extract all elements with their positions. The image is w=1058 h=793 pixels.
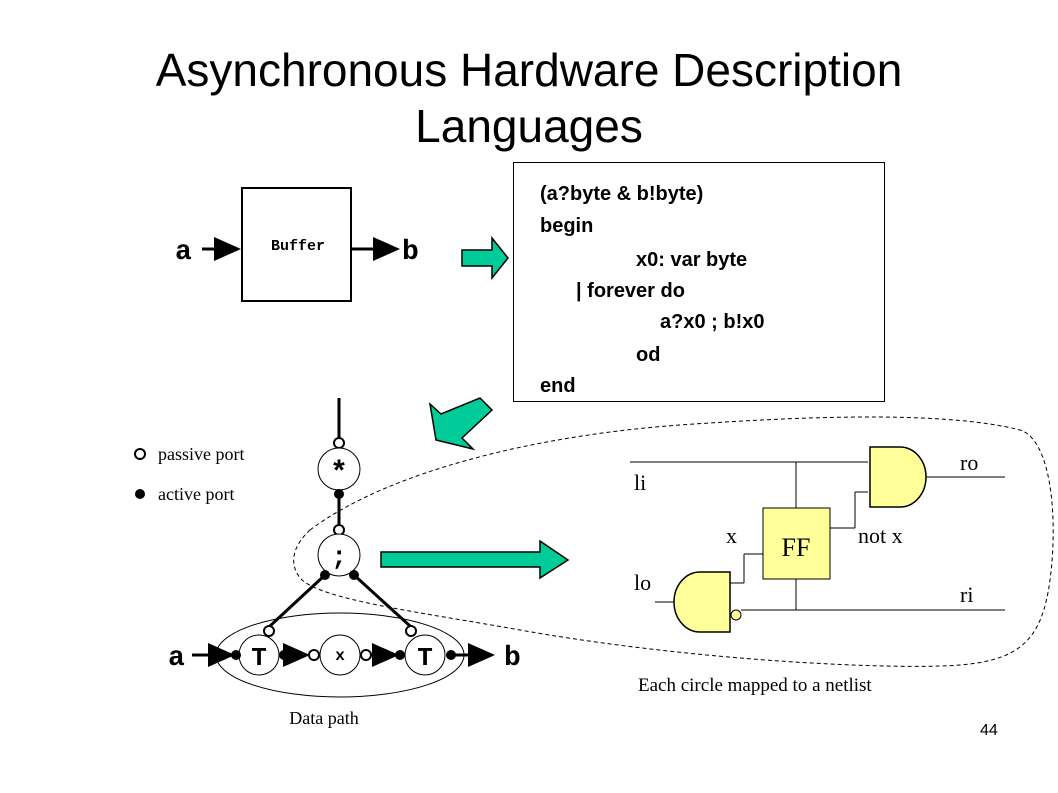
left-transfer-passive-port: [263, 625, 275, 637]
ff-label: FF: [782, 533, 811, 562]
buffer-box: [241, 187, 352, 302]
code-line: end: [540, 375, 576, 397]
ro-label: ro: [960, 450, 978, 475]
code-line: (a?byte & b!byte): [540, 183, 704, 205]
sequence-to-left-transfer-wire: [268, 573, 327, 628]
repeat-passive-port: [333, 437, 345, 449]
not-x-label: not x: [858, 523, 903, 548]
slide-title: Asynchronous Hardware Description Langua…: [0, 42, 1058, 154]
code-box: (a?byte & b!byte) begin x0: var byte | f…: [513, 162, 885, 402]
x-label: x: [726, 523, 737, 548]
and-gate-top: [869, 446, 927, 508]
right-transfer-passive-port: [405, 625, 417, 637]
title-line-1: Asynchronous Hardware Description: [155, 44, 903, 96]
code-line: begin: [540, 215, 594, 237]
code-line: od: [636, 344, 661, 366]
variable-write-port: [308, 649, 320, 661]
sequence-component: [317, 533, 361, 577]
right-transfer-symbol: T: [417, 643, 433, 673]
flip-flop-box: [762, 507, 831, 580]
buffer-input-label: a: [175, 237, 192, 268]
sequence-symbol: ;: [331, 542, 347, 572]
li-label: li: [634, 470, 646, 495]
data-path-caption: Data path: [289, 708, 358, 728]
legend-passive-label: passive port: [158, 444, 244, 464]
netlist-caption: Each circle mapped to a netlist: [638, 675, 872, 696]
lo-label: lo: [634, 570, 651, 595]
code-line: x0: var byte: [636, 249, 748, 271]
ri-label: ri: [960, 582, 973, 607]
slide-number: 44: [980, 722, 998, 739]
buffer-output-label: b: [402, 237, 419, 268]
variable-symbol: x: [335, 647, 345, 665]
arrow-to-netlist: [380, 539, 570, 580]
passive-port-symbol: [134, 448, 146, 460]
active-port-symbol: [135, 489, 145, 499]
code-line: a?x0 ; b!x0: [660, 311, 765, 333]
arrow-to-handshake: [428, 397, 494, 451]
netlist-mapping-outline: [293, 416, 1054, 667]
inverter-bubble: [730, 609, 742, 621]
arrow-to-code: [461, 235, 509, 281]
left-transfer-symbol: T: [251, 643, 267, 673]
code-line: | forever do: [576, 280, 685, 302]
title-line-2: Languages: [415, 100, 643, 152]
buffer-label: Buffer: [271, 238, 325, 255]
handshake-input-label: a: [168, 643, 185, 674]
left-transfer-active-in-port: [231, 650, 241, 660]
legend-active-label: active port: [158, 484, 234, 504]
and-gate-bottom: [673, 571, 731, 633]
repeat-symbol: *: [330, 457, 348, 491]
variable-read-port: [360, 649, 372, 661]
right-transfer-active-in-port: [395, 650, 405, 660]
sequence-to-right-transfer-wire: [352, 573, 412, 628]
handshake-output-label: b: [504, 643, 521, 674]
